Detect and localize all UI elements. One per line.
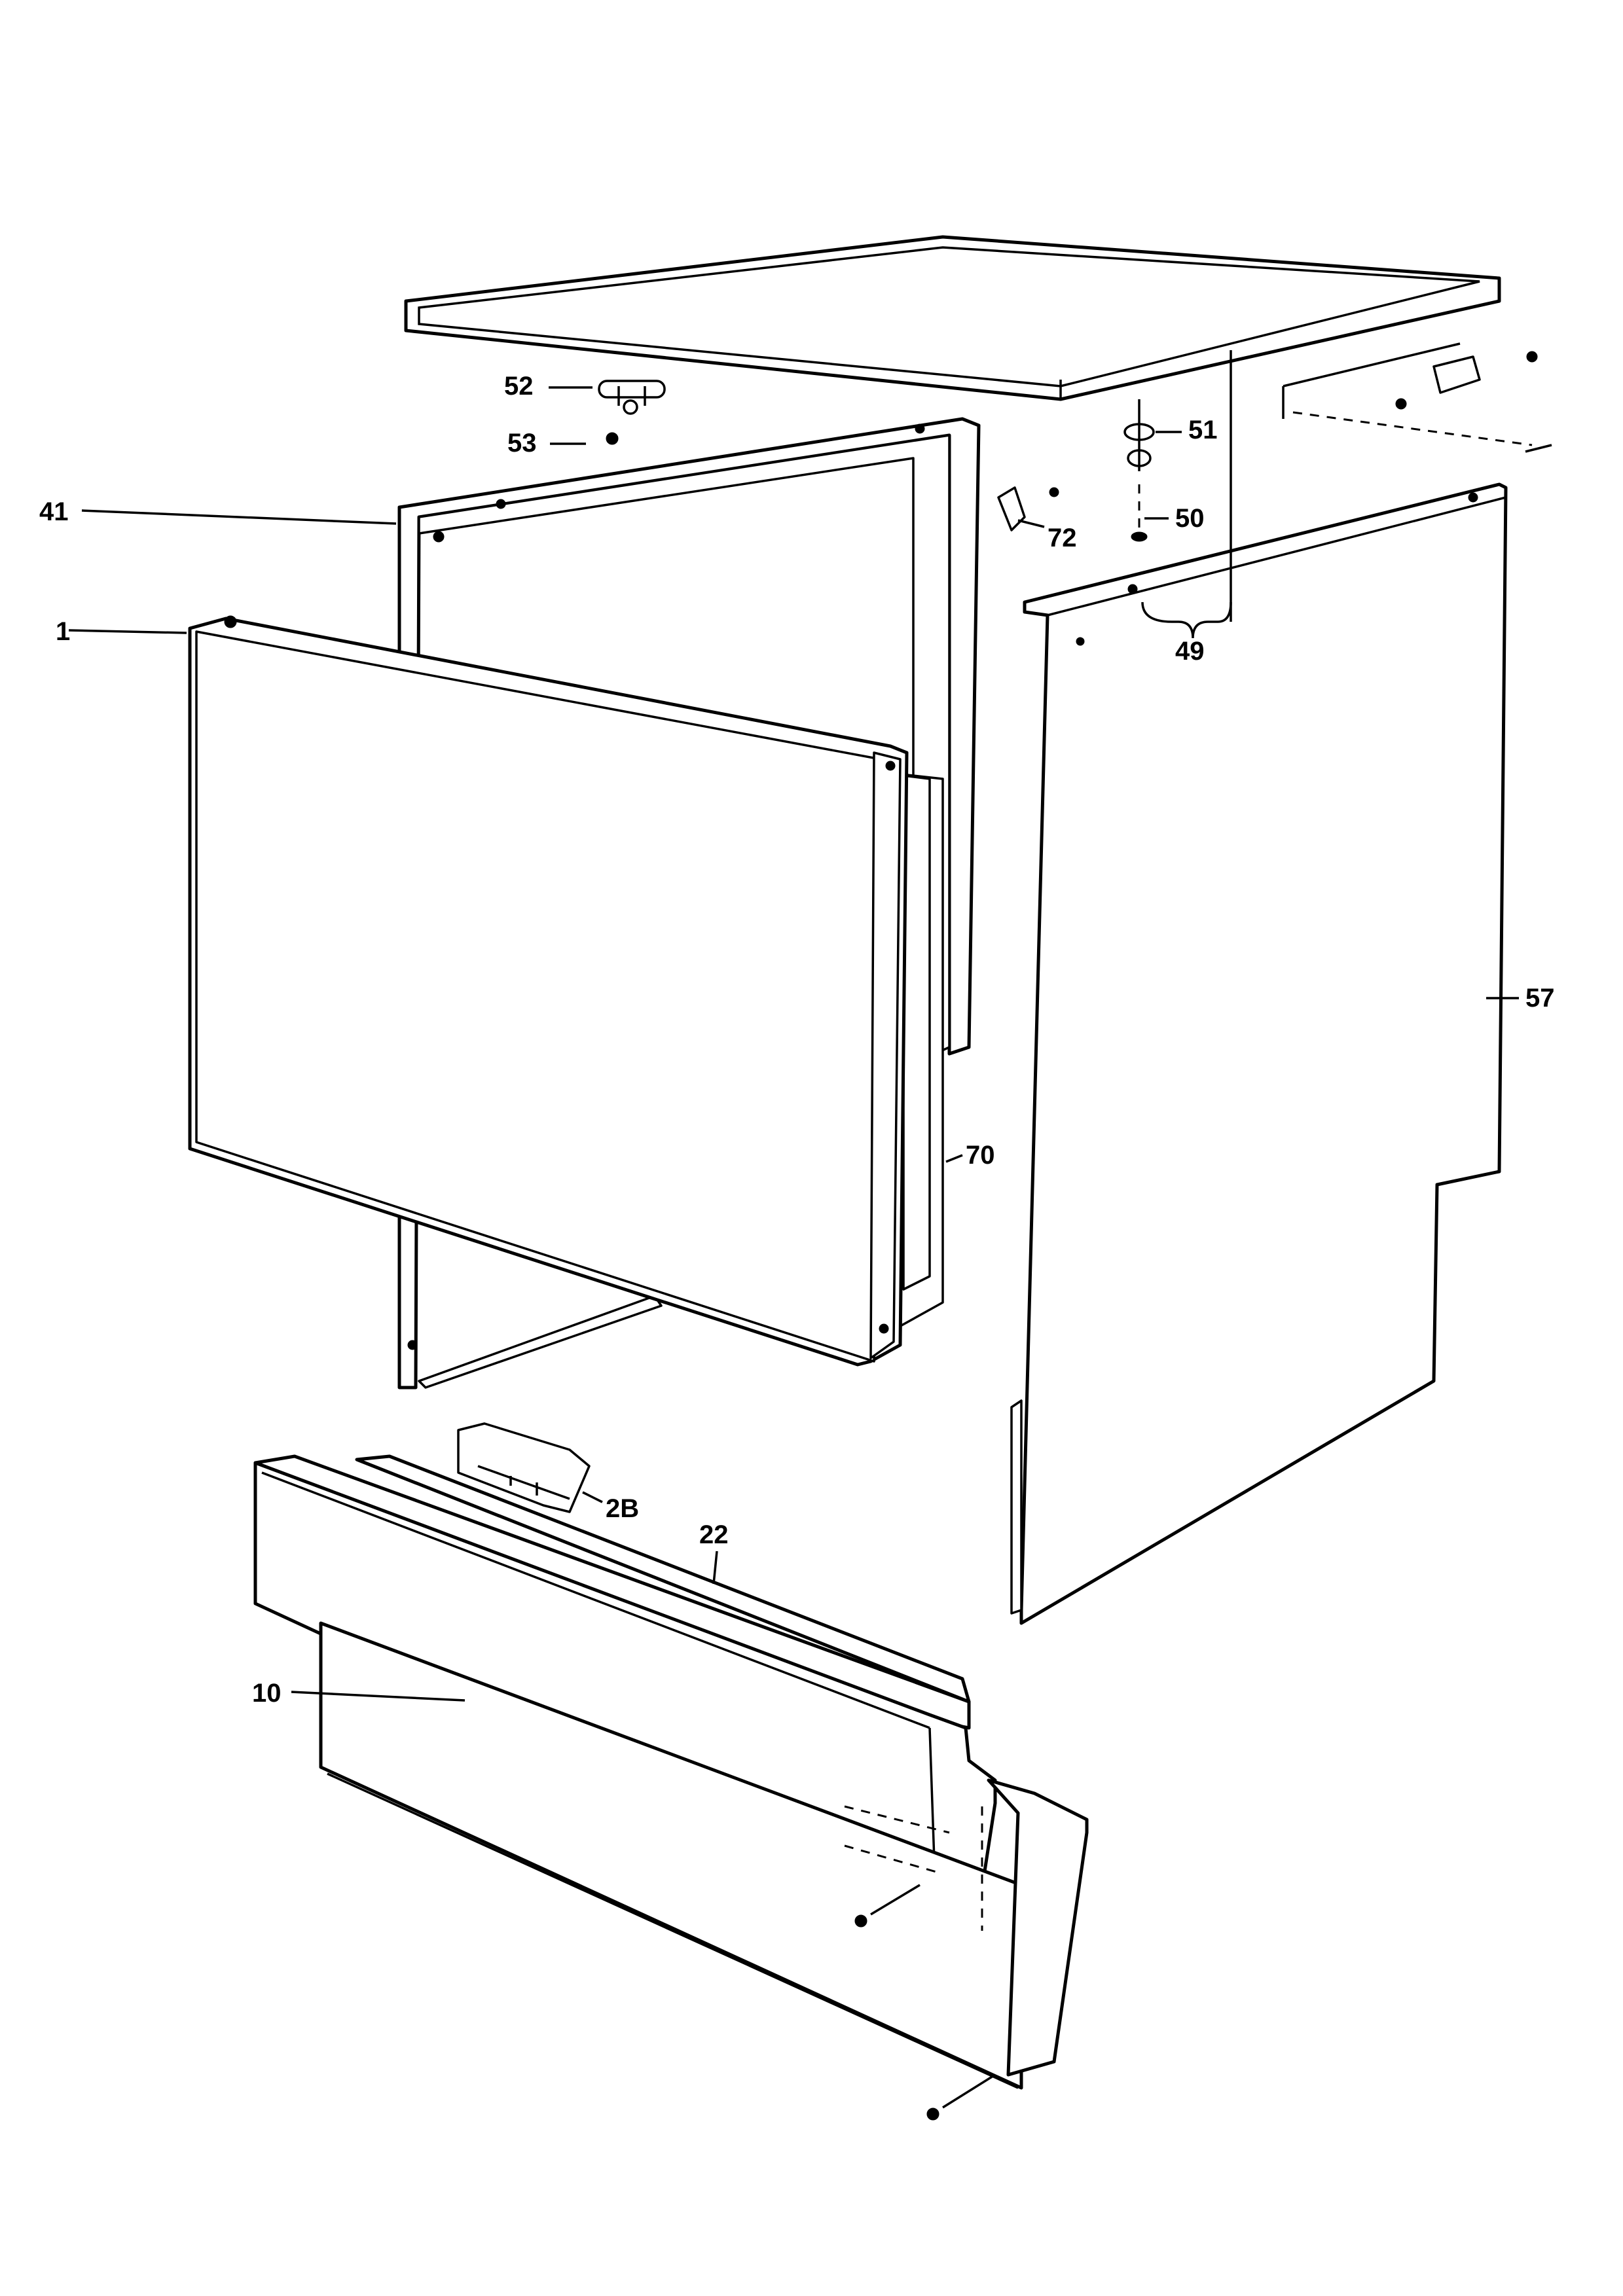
front-panel (188, 615, 909, 1367)
washer-assembly (1123, 399, 1155, 542)
label-50: 50 (1175, 504, 1205, 533)
hinge (457, 1422, 591, 1513)
label-52: 52 (504, 372, 534, 401)
label-53: 53 (507, 429, 537, 457)
side-panel-right (1010, 482, 1508, 1625)
label-1: 1 (56, 617, 70, 646)
kick-plate (319, 1621, 1089, 2121)
bracket-and-screw (598, 380, 666, 445)
leader-lines (68, 386, 1519, 1702)
callout-labels: 52 53 41 1 72 51 50 49 57 70 2B 22 10 (39, 372, 1555, 1708)
fixing-kit (1230, 342, 1552, 622)
label-49: 49 (1175, 637, 1205, 666)
label-41: 41 (39, 497, 69, 526)
label-70: 70 (966, 1141, 995, 1170)
corner-bracket (997, 486, 1059, 531)
label-22: 22 (699, 1520, 729, 1549)
label-51: 51 (1188, 416, 1218, 444)
label-72: 72 (1048, 524, 1077, 552)
label-10: 10 (252, 1679, 282, 1708)
top-cover (404, 235, 1501, 401)
label-57: 57 (1525, 984, 1555, 1013)
bracket-49-brace (1141, 601, 1232, 639)
label-2B: 2B (606, 1494, 639, 1523)
